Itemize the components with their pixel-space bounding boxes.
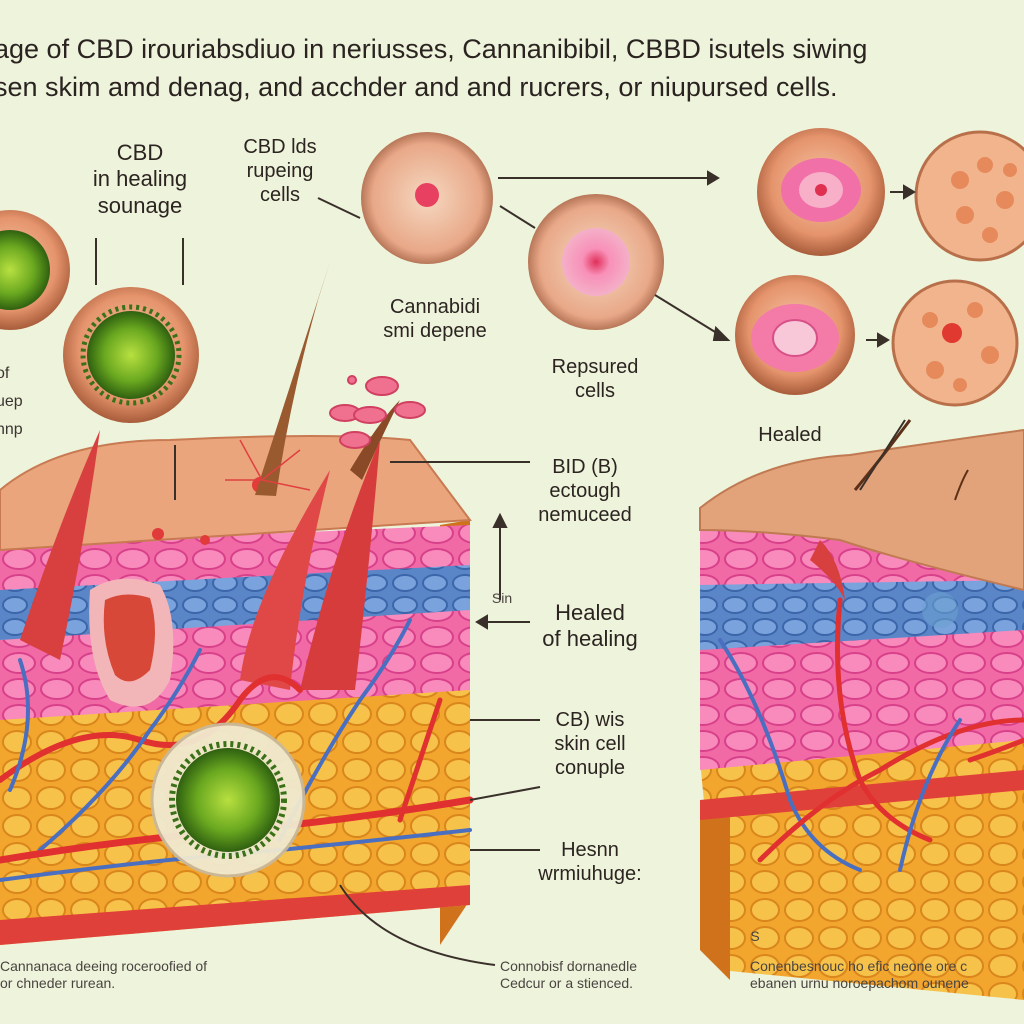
label-line: skin cell [554,733,626,755]
label-cbd-ids: CBD lds rupeing cells [215,135,345,207]
label-line: Repsured [551,356,639,378]
label-line: cells [574,380,615,402]
label-cbd-healing: CBD in healing sounage [70,140,210,219]
label-line: in healing [92,166,188,192]
left-skin-block [0,262,474,945]
arrows [95,170,916,966]
label-cb-wis: CB) wis skin cell conuple [515,708,665,780]
footnote-line: ebanen urnu noroepachom ounene [750,974,969,991]
footnote-center: Connobisf dornanedle Cedcur or a stience… [500,958,710,992]
label-line: smi depene [383,320,487,342]
label-healed-top: Healed [758,424,822,446]
label-line: CBD lds [243,136,317,158]
footnote-line: Connobisf dornanedle [500,958,637,974]
magnified-cells [0,128,1024,423]
label-line: CBD [116,140,164,165]
header-line-2: sen skim amd denag, and acchder and and … [0,72,838,102]
header-caption: age of CBD irouriabsdiuo in neriusses, C… [0,30,1024,106]
footnote-left: Cannanaca deeing roceroofied of or chned… [0,958,290,992]
label-line: rupeing [246,160,314,182]
label-line: BID (B) [552,456,618,478]
label-line: of [0,365,10,382]
label-line: wrmiuhuge: [538,863,642,885]
label-s-mark: S [750,928,760,944]
label-cannabidi: Cannabidi smi depene [350,295,520,343]
right-blood-vessels [718,597,1024,872]
label-line: cells [259,184,300,206]
footnote-line: or chneder rurean. [0,974,116,991]
label-sin: Sin [491,590,513,606]
label-left-edge: of uep nnp [0,360,46,444]
label-line: CB) wis [555,709,625,731]
right-skin-block [699,419,1024,1000]
label-line: nnp [0,421,23,438]
label-line: ectough [549,480,621,502]
footnote-line: Conenbesnouc ho efic neone ore c [750,958,968,974]
label-line: nemuceed [538,504,632,526]
header-line-1: age of CBD irouriabsdiuo in neriusses, C… [0,34,868,64]
label-line: Cannabidi [389,296,481,318]
red-blood-cells [329,375,426,449]
label-line: conuple [554,757,626,779]
footnote-line: Cannanaca deeing roceroofied of [0,958,208,974]
label-healed-of-healing: Healed of healing [510,600,670,653]
label-repsured-cells: Repsured cells [530,355,660,403]
label-line: of healing [542,626,638,652]
label-line: sounage [97,192,183,218]
footnote-right: Conenbesnouc ho efic neone ore c ebanen … [750,958,1024,992]
label-line: uep [0,393,23,410]
label-hesnn: Hesnn wrmiuhuge: [505,838,675,886]
label-line: Hesnn [561,839,619,861]
label-line: Healed [555,600,625,625]
footnote-line: Cedcur or a stienced. [500,974,634,991]
label-bid-ectough: BID (B) ectough nemuceed [505,455,665,527]
